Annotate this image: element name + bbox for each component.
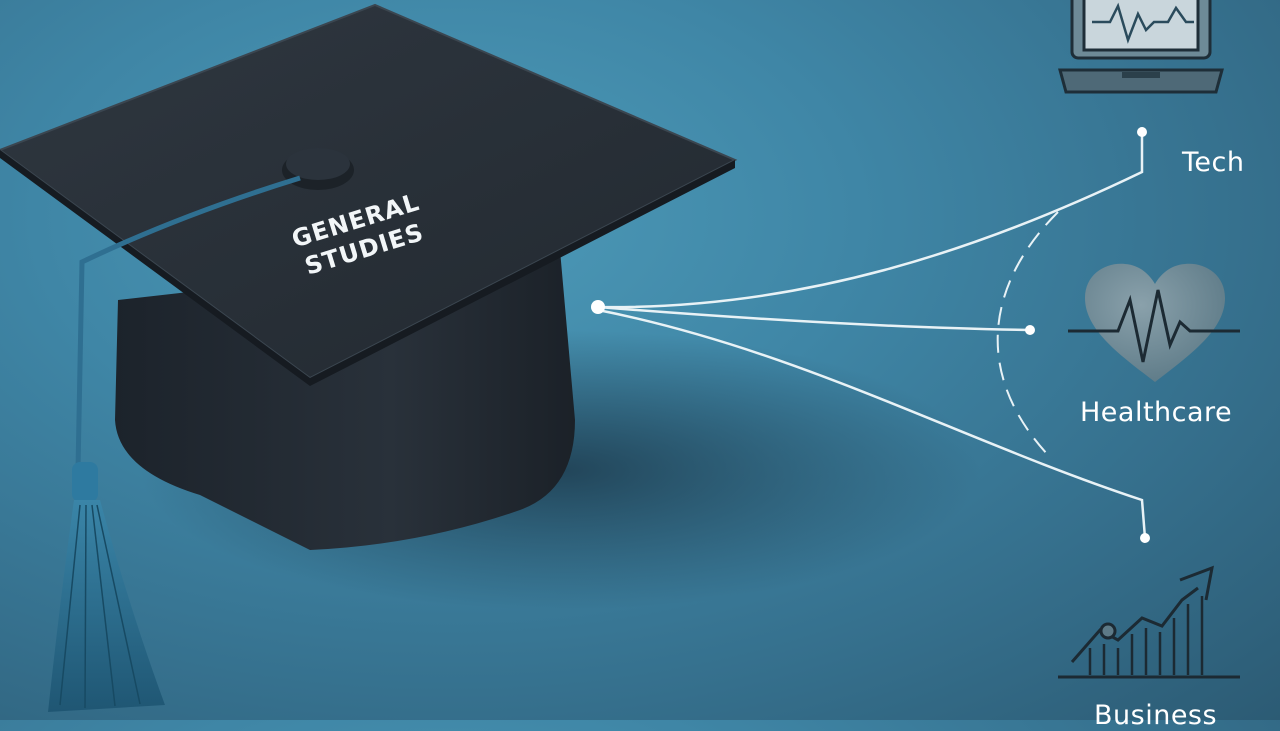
- origin-node: [591, 300, 605, 314]
- mortarboard: [0, 3, 738, 380]
- growth-chart-icon: [1058, 565, 1240, 679]
- business-label: Business: [1094, 700, 1218, 731]
- healthcare-label: Healthcare: [1080, 397, 1233, 428]
- laptop-heartbeat-icon: [1058, 0, 1224, 94]
- path-to-tech: [597, 132, 1144, 309]
- tassel-knot: [72, 462, 98, 502]
- graduation-cap: [0, 3, 738, 712]
- path-to-healthcare: [597, 305, 1031, 332]
- heart-pulse-icon: [1068, 263, 1240, 382]
- tech-node: [1137, 127, 1147, 137]
- pathways: [597, 132, 1147, 539]
- dashed-arc: [996, 211, 1059, 456]
- tassel: [48, 500, 165, 712]
- tech-label: Tech: [1182, 147, 1245, 178]
- business-node: [1140, 533, 1150, 543]
- tassel-cord: [75, 175, 301, 471]
- healthcare-node: [1025, 325, 1035, 335]
- path-to-business: [597, 308, 1147, 539]
